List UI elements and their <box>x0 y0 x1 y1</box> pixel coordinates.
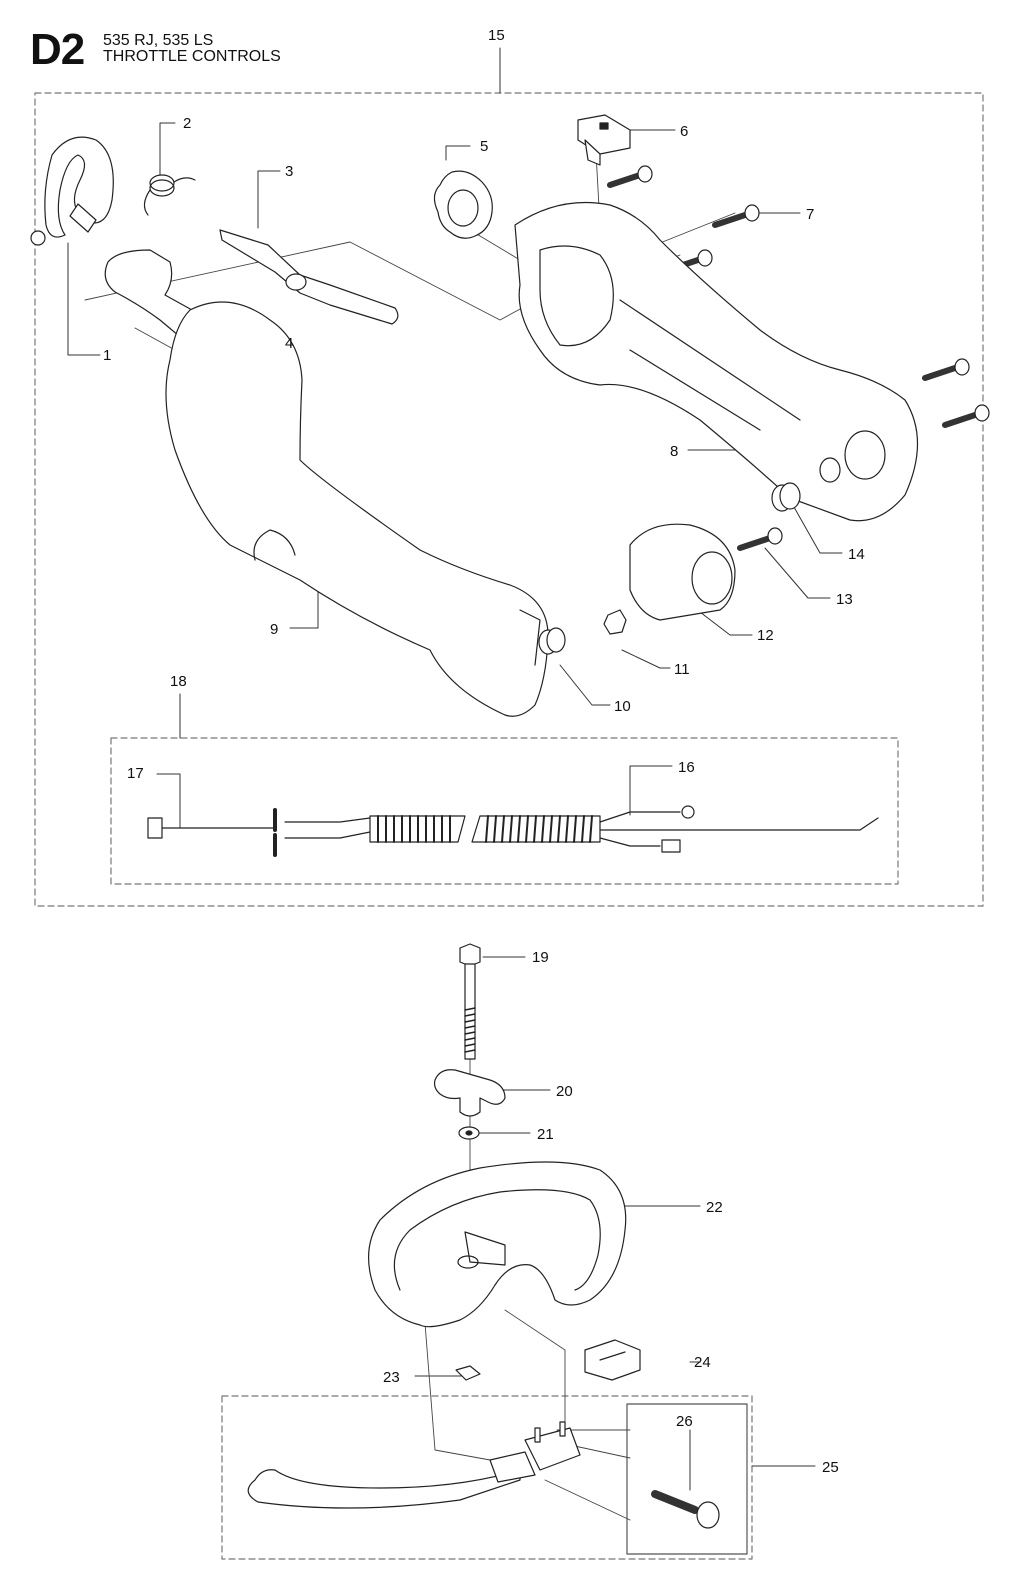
callout-2: 2 <box>183 115 191 132</box>
callout-21: 21 <box>537 1126 554 1143</box>
part-25-barrier <box>247 1421 581 1509</box>
part-20-knob <box>433 1069 506 1117</box>
callout-15: 15 <box>488 27 505 44</box>
callout-9: 9 <box>270 621 278 638</box>
part-14-bushing <box>771 482 801 512</box>
callout-23: 23 <box>383 1369 400 1386</box>
part-23-square-nut <box>455 1365 481 1381</box>
callout-25: 25 <box>822 1459 839 1476</box>
part-8-handle-housing <box>514 201 918 522</box>
part-6-switch <box>577 114 631 166</box>
part-22-loop-handle <box>367 1161 627 1328</box>
group-box-26 <box>626 1403 748 1555</box>
group-box-25 <box>221 1395 753 1560</box>
part-21-washer <box>458 1126 480 1140</box>
part-3-throttle-trigger <box>219 229 399 325</box>
callout-22: 22 <box>706 1199 723 1216</box>
part-26-bolt <box>651 1490 720 1529</box>
callout-3: 3 <box>285 163 293 180</box>
callout-18: 18 <box>170 673 187 690</box>
callout-6: 6 <box>680 123 688 140</box>
callout-10: 10 <box>614 698 631 715</box>
callout-12: 12 <box>757 627 774 644</box>
part-9-handle-housing <box>165 301 549 717</box>
callout-8: 8 <box>670 443 678 460</box>
callout-16: 16 <box>678 759 695 776</box>
part-12-clamp <box>629 523 736 621</box>
part-5-nut <box>433 170 493 239</box>
callout-11: 11 <box>674 661 690 678</box>
part-19-bolt <box>459 943 481 1060</box>
part-8-side-screws <box>922 358 990 428</box>
part-10-bushing <box>538 627 566 655</box>
callout-7: 7 <box>806 206 814 223</box>
callout-24: 24 <box>694 1354 711 1371</box>
part-11-nut <box>603 609 627 635</box>
group-box-18 <box>110 737 899 885</box>
part-16-17-cable <box>147 805 879 857</box>
callout-19: 19 <box>532 949 549 966</box>
callout-20: 20 <box>556 1083 573 1100</box>
part-2-spring <box>143 174 196 216</box>
part-13-screw <box>737 527 783 551</box>
callout-26: 26 <box>676 1413 693 1430</box>
callout-13: 13 <box>836 591 853 608</box>
section-title: THROTTLE CONTROLS <box>103 48 281 65</box>
callout-5: 5 <box>480 138 488 155</box>
callout-17: 17 <box>127 765 144 782</box>
section-code: D2 <box>30 25 85 74</box>
part-24-clip <box>584 1339 641 1381</box>
callout-labels: 15 2 6 5 3 7 4 1 8 14 13 9 12 11 18 10 1… <box>103 27 865 1476</box>
group-box-15 <box>34 92 984 907</box>
part-1-trigger-lock <box>30 136 114 246</box>
callout-1: 1 <box>103 347 111 364</box>
model-names: 535 RJ, 535 LS <box>103 32 214 49</box>
callout-14: 14 <box>848 546 865 563</box>
callout-4: 4 <box>285 335 293 352</box>
